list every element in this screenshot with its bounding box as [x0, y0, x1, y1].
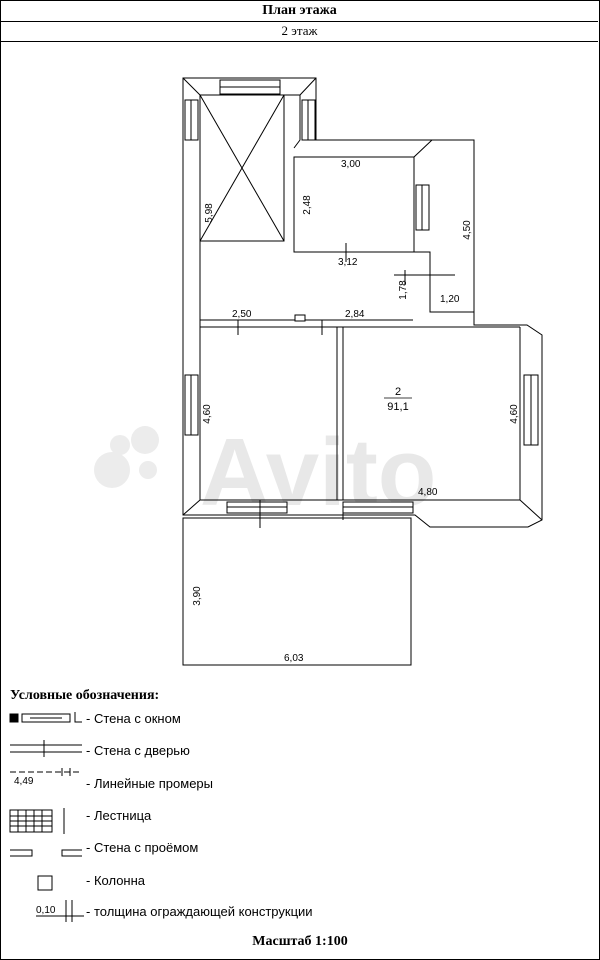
legend-item-window-wall: - Стена с окном: [86, 711, 181, 726]
legend-measure-value: 4,49: [14, 776, 34, 787]
dim-step-height: 1,78: [398, 280, 409, 300]
legend-item-opening: - Стена с проёмом: [86, 840, 199, 855]
dim-right-room-height: 4,60: [509, 404, 520, 424]
dim-corridor-width: 3,12: [338, 257, 358, 268]
legend-title: Условные обозначения:: [10, 688, 160, 703]
dim-top-room-width: 3,00: [341, 159, 361, 170]
dim-balcony-width: 6,03: [284, 653, 304, 664]
page-title: План этажа: [262, 3, 337, 18]
dim-top-room-height: 2,48: [302, 195, 313, 215]
legend-thickness-symbol: [36, 900, 84, 922]
legend-thickness-value: 0,10: [36, 905, 56, 916]
scale-label: Масштаб 1:100: [252, 934, 348, 949]
legend-item-stairs: - Лестница: [86, 808, 152, 823]
dim-right-tall: 4,50: [462, 220, 473, 240]
dimension-labels: 3,00 2,48 5,98 3,12 4,50 1,78 1,20 2,50 …: [192, 159, 520, 664]
subtitle-row: 2 этаж: [1, 22, 598, 42]
stair-void: [199, 94, 285, 242]
dim-corridor-left: 2,50: [232, 309, 252, 320]
legend-measure-symbol: [10, 768, 82, 776]
legend-item-column: - Колонна: [86, 873, 146, 888]
dim-stair-height: 5,98: [204, 203, 215, 223]
legend-opening-symbol: [10, 849, 82, 857]
balcony: [182, 500, 412, 666]
room-area: 91,1: [387, 401, 408, 413]
legend-symbols: [9, 712, 84, 922]
dim-left-room-height: 4,60: [202, 404, 213, 424]
legend-item-measures: - Линейные промеры: [86, 776, 214, 791]
title-row: План этажа: [1, 1, 598, 22]
legend-item-thickness: - толщина ограждающей конструкции: [86, 904, 313, 919]
windows: [184, 79, 539, 514]
legend-stairs-symbol: [9, 808, 65, 834]
floor-label: 2 этаж: [281, 23, 318, 38]
room-number: 2: [395, 386, 401, 398]
dim-balcony-height: 3,90: [192, 586, 203, 606]
legend-window-symbol: [9, 712, 82, 723]
legend-column-symbol: [37, 875, 53, 891]
dim-step-width: 1,20: [440, 294, 460, 305]
dim-corridor-right: 2,84: [345, 309, 365, 320]
door-marks: [237, 243, 455, 335]
legend-door-symbol: [10, 740, 82, 757]
room-label: 2 91,1: [384, 386, 412, 413]
legend-item-door-wall: - Стена с дверью: [86, 743, 190, 758]
dim-bottom-width: 4,80: [418, 487, 438, 498]
